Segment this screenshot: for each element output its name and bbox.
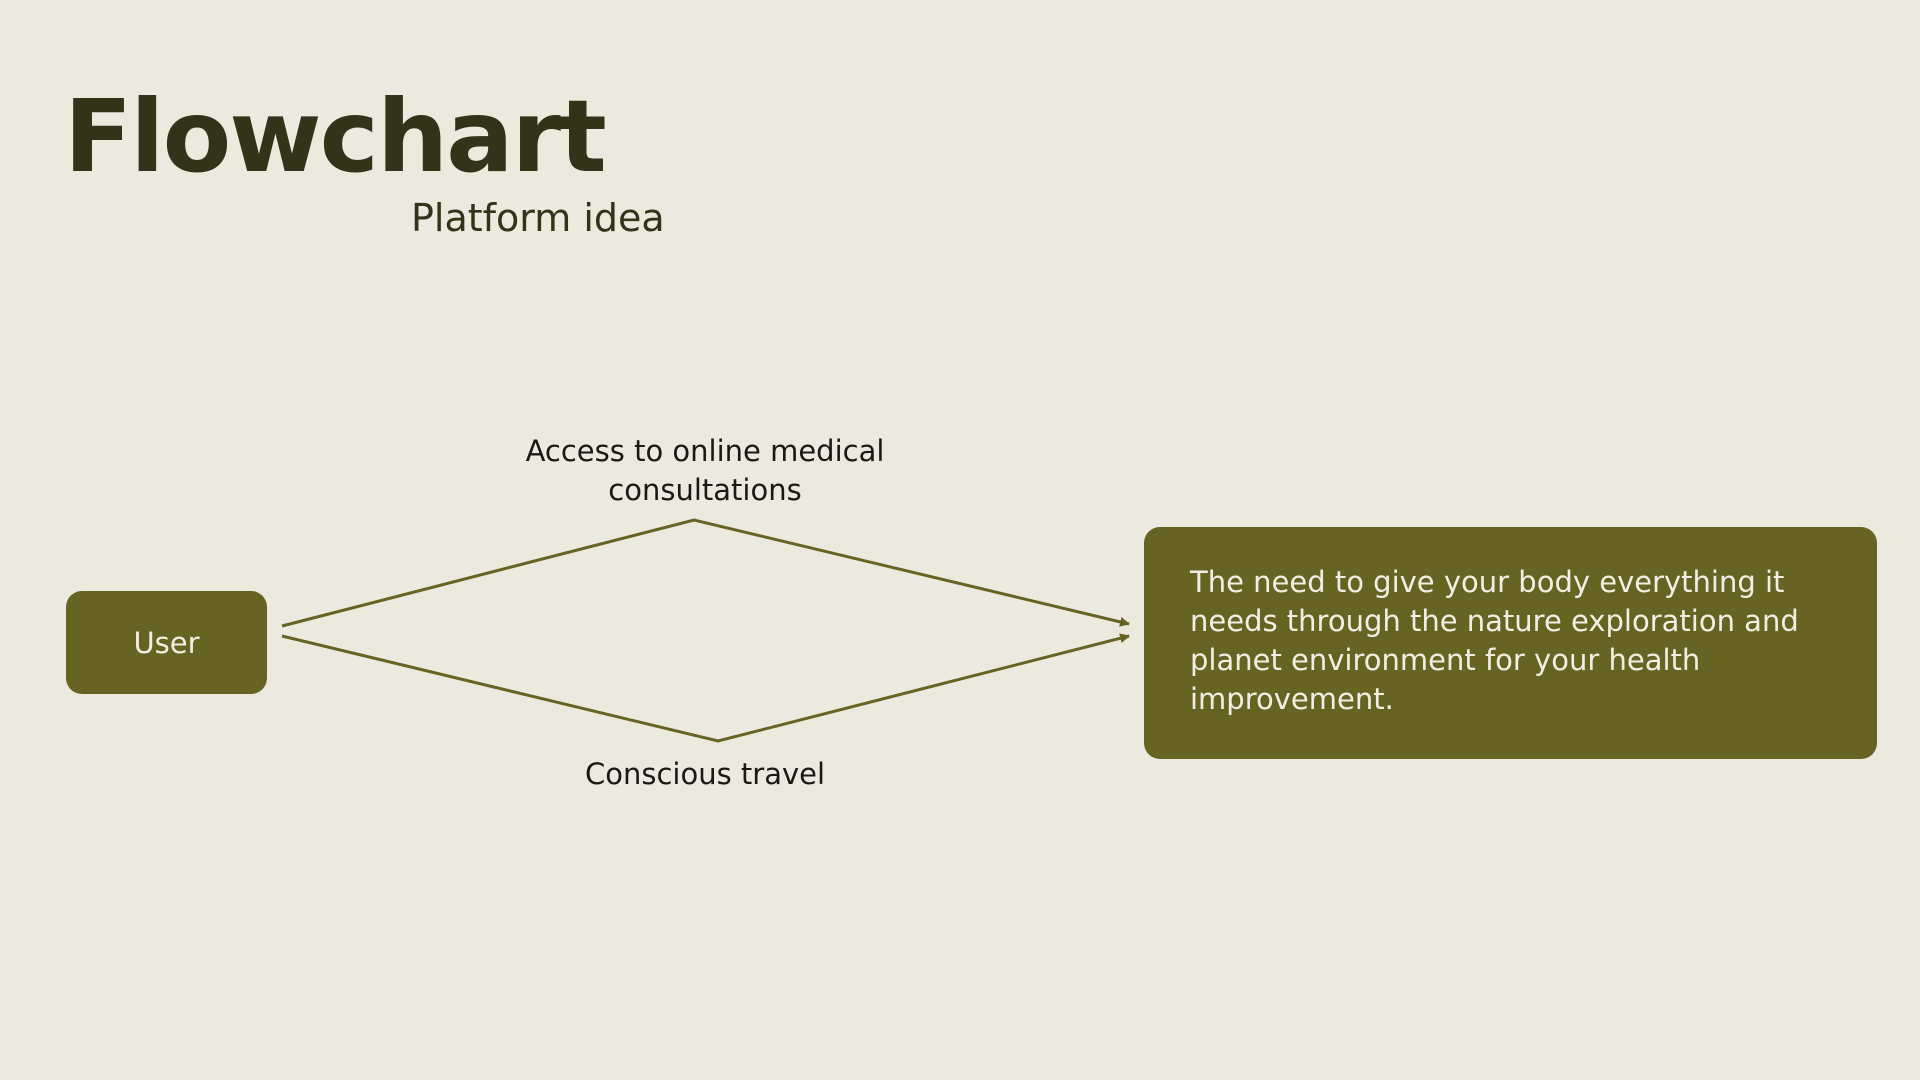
- outcome-node-text: The need to give your body everything it…: [1190, 565, 1799, 716]
- outcome-node: The need to give your body everything it…: [1144, 527, 1877, 759]
- lower-edge-label: Conscious travel: [584, 757, 826, 791]
- user-node: User: [66, 591, 267, 694]
- page-subtitle: Platform idea: [411, 196, 665, 240]
- user-node-label: User: [133, 625, 200, 660]
- upper-edge-label: Access to online medical consultations: [525, 434, 885, 507]
- lower-path-arrow: [281, 633, 1130, 743]
- upper-path-arrow: [281, 518, 1130, 628]
- page-title: Flowchart: [64, 78, 607, 195]
